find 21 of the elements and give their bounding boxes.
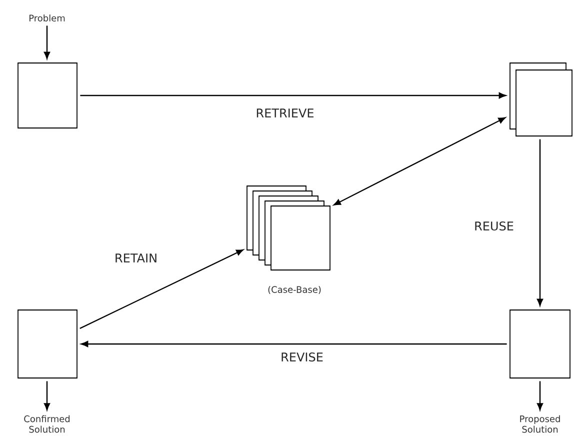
edge-label: REVISE bbox=[282, 352, 323, 362]
arrow bbox=[44, 26, 50, 59]
node-label: (Case-Base) bbox=[268, 286, 321, 294]
process-box bbox=[510, 310, 570, 378]
arrow bbox=[536, 139, 544, 306]
arrow bbox=[81, 340, 507, 348]
process-box bbox=[18, 310, 78, 378]
arrow bbox=[80, 92, 506, 99]
process-box bbox=[18, 62, 78, 128]
edge-label: RETAIN bbox=[116, 254, 156, 262]
document-stack bbox=[246, 186, 330, 270]
step-label: Problem bbox=[29, 14, 65, 22]
document-stack bbox=[510, 62, 572, 136]
edge-label: REUSE bbox=[475, 221, 514, 231]
arrow bbox=[334, 117, 506, 206]
edge-label: RETRIEVE bbox=[256, 108, 314, 118]
arrow bbox=[80, 249, 244, 329]
arrow bbox=[536, 381, 544, 410]
step-label: Confirmed Solution bbox=[24, 415, 70, 433]
arrow bbox=[44, 381, 50, 410]
step-label: Proposed Solution bbox=[520, 415, 560, 433]
